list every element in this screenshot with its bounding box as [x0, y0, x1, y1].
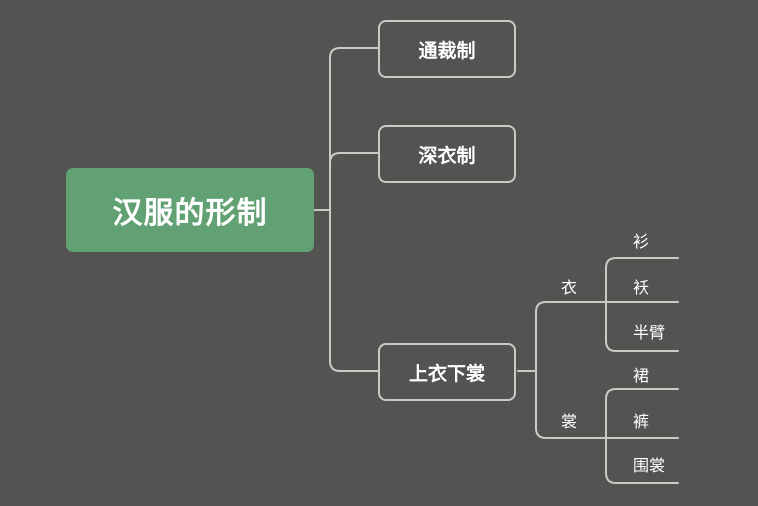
connector-to-tongcaizhi — [329, 47, 379, 59]
connector-to-shan — [605, 257, 679, 269]
connector-to-qun — [605, 388, 679, 400]
branch-node-shangyixiachang: 上衣下裳 — [378, 343, 516, 401]
node-chang: 裳 — [561, 412, 578, 431]
connector-to-banbi — [605, 340, 679, 352]
branch-node-shenyizhi: 深衣制 — [378, 125, 516, 183]
leaf-node-banbi: 半臂 — [633, 323, 666, 342]
root-node: 汉服的形制 — [66, 168, 314, 252]
connector-to-weichang — [605, 472, 679, 484]
leaf-node-ao: 袄 — [633, 278, 650, 297]
leaf-node-qun: 裙 — [633, 366, 650, 385]
leaf-node-shan: 衫 — [633, 232, 650, 251]
connector-to-shangyixiachang — [329, 360, 379, 372]
branch-node-tongcaizhi: 通裁制 — [378, 20, 516, 78]
connector-to-yi — [535, 301, 607, 313]
leaf-node-ku: 裤 — [633, 412, 650, 431]
connector-to-shenyizhi — [329, 152, 379, 164]
leaf-node-weichang: 围裳 — [633, 456, 666, 475]
connector-to-chang — [535, 427, 607, 439]
node-yi: 衣 — [561, 278, 578, 297]
